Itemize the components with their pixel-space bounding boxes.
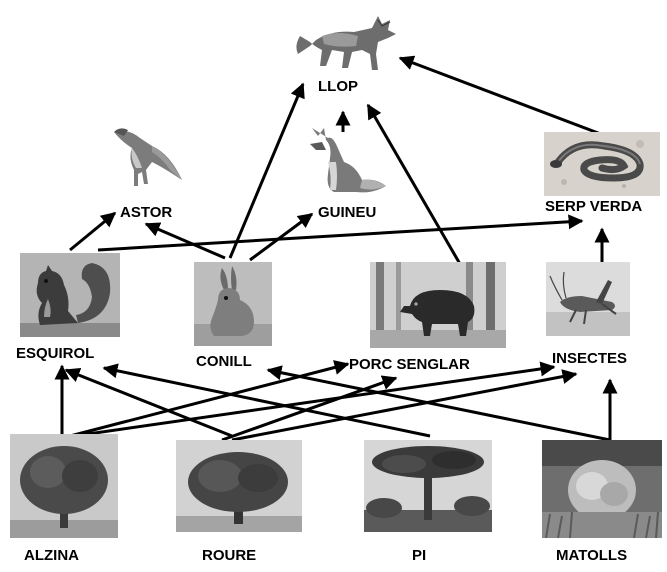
- node-label-serp-verda: SERP VERDA: [545, 199, 642, 214]
- node-label-esquirol: ESQUIROL: [16, 346, 94, 361]
- shrubs-icon: [542, 440, 662, 538]
- squirrel-icon: [20, 253, 120, 337]
- node-label-astor: ASTOR: [120, 205, 172, 220]
- arrow-conill-to-llop: [230, 84, 303, 258]
- rabbit-icon: [194, 262, 272, 346]
- node-label-guineu: GUINEU: [318, 205, 376, 220]
- snake-icon: [544, 132, 660, 196]
- arrow-serp-to-llop: [400, 58, 606, 136]
- holm-oak-icon: [10, 434, 118, 538]
- oak-tree-icon: [176, 440, 302, 532]
- arrow-conill-to-astor: [146, 224, 225, 258]
- node-label-alzina: ALZINA: [24, 548, 79, 563]
- pine-tree-icon: [364, 440, 492, 532]
- grasshopper-icon: [546, 262, 630, 336]
- fox-icon: [306, 122, 390, 198]
- node-label-insectes: INSECTES: [552, 351, 627, 366]
- hawk-icon: [108, 122, 188, 194]
- arrow-esquirol-to-astor: [70, 213, 115, 250]
- node-label-roure: ROURE: [202, 548, 256, 563]
- boar-icon: [370, 262, 506, 348]
- arrow-roure-to-senglar: [222, 378, 396, 440]
- node-label-porc-senglar: PORC SENGLAR: [349, 357, 470, 372]
- node-label-matolls: MATOLLS: [556, 548, 627, 563]
- node-label-conill: CONILL: [196, 354, 252, 369]
- node-label-pi: PI: [412, 548, 426, 563]
- wolf-icon: [292, 6, 404, 76]
- node-label-llop: LLOP: [318, 79, 358, 94]
